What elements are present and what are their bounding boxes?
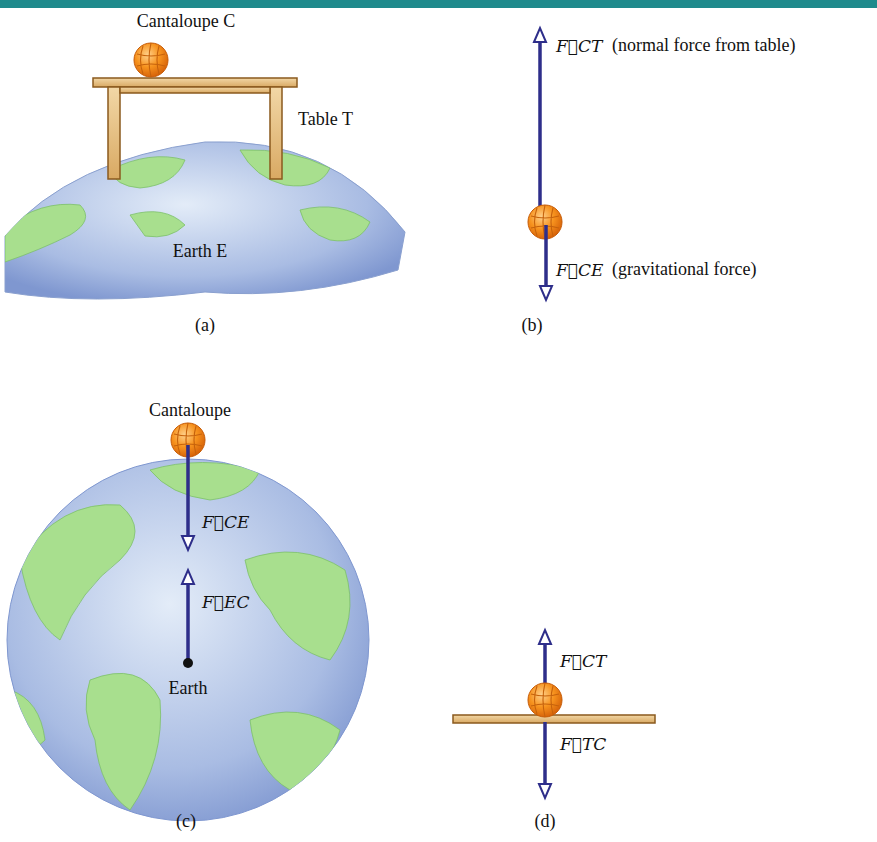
force-vectors-b xyxy=(534,28,546,225)
part-label: Cantaloupe xyxy=(149,400,231,422)
force-note: (gravitational force) xyxy=(612,259,756,281)
panel-label: (b) xyxy=(522,315,543,337)
table xyxy=(93,78,297,179)
vector-label: F⃗EC xyxy=(202,592,249,612)
cantaloupe xyxy=(134,43,168,77)
panel-label: (d) xyxy=(535,811,556,833)
part-label: Cantaloupe C xyxy=(137,11,235,33)
vector-label: F⃗CT xyxy=(556,36,602,56)
force-note: (normal force from table) xyxy=(612,35,795,57)
earth-cap xyxy=(5,142,405,299)
part-label: Table T xyxy=(298,109,353,131)
vector-label: F⃗CT xyxy=(560,651,606,671)
force-vectors-b xyxy=(540,225,552,300)
force-vectors-c xyxy=(182,445,194,662)
panel-label: (c) xyxy=(176,811,196,833)
cantaloupe xyxy=(528,683,562,717)
vector-label: F⃗TC xyxy=(560,734,606,754)
vector-label: F⃗CE xyxy=(556,260,603,280)
force-vectors-d xyxy=(539,722,551,798)
part-label: Earth E xyxy=(173,241,227,263)
earth-center-dot xyxy=(183,658,193,668)
top-bar xyxy=(0,0,877,8)
panel-label: (a) xyxy=(195,315,215,337)
table-plank xyxy=(453,715,655,723)
part-label: Earth xyxy=(169,678,208,700)
vector-label: F⃗CE xyxy=(202,512,249,532)
